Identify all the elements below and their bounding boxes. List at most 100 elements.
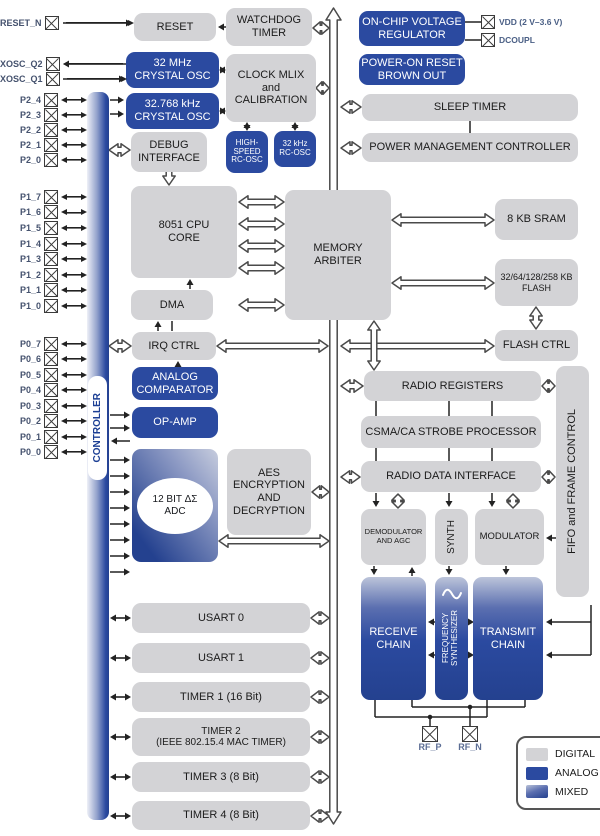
digital-swatch (526, 747, 548, 761)
pin-row: P0_1 (0, 429, 87, 445)
pin-arrow (61, 109, 87, 120)
timer3-block: TIMER 3 (8 Bit) (132, 762, 310, 792)
pin-label: P0_3 (19, 400, 41, 411)
pin-arrow (61, 207, 87, 218)
pin-label: RF_N (458, 742, 482, 752)
high-speed-rc-osc-block: HIGH- SPEED RC-OSC (226, 131, 268, 173)
legend-label: DIGITAL (555, 748, 596, 761)
sram-block: 8 KB SRAM (495, 199, 578, 240)
pin-row: P1_7 (0, 189, 87, 205)
sleep-timer-block: SLEEP TIMER (362, 94, 578, 121)
pin-label: P1_1 (19, 285, 41, 296)
pin-box-icon (44, 152, 58, 167)
power-management-controller-block: POWER MANAGEMENT CONTROLLER (362, 133, 578, 162)
timer2-block: TIMER 2 (IEEE 802.15.4 MAC TIMER) (132, 718, 310, 756)
pin-label: P1_5 (19, 222, 41, 233)
flash-block: 32/64/128/258 KB FLASH (495, 259, 578, 306)
crystal-osc-32mhz-block: 32 MHz CRYSTAL OSC (126, 52, 219, 88)
pin-arrow (61, 338, 87, 349)
pin-label: P1_4 (19, 238, 41, 249)
frequency-synthesizer-label: FREQUENCY SYNTHESIZER (440, 610, 459, 667)
watchdog-timer-block: WATCHDOG TIMER (226, 8, 312, 46)
pin-box-icon (44, 137, 58, 152)
pin-arrow (61, 154, 87, 165)
pin-label: P2_4 (19, 94, 41, 105)
pin-arrow (61, 300, 87, 311)
pin-row: P1_2 (0, 267, 87, 283)
pin-box-icon (481, 15, 495, 29)
pin-row: P0_4 (0, 383, 87, 399)
pin-label: RESET_N (0, 18, 42, 28)
pin-row: P2_2 (0, 122, 87, 137)
pin-label: P1_0 (19, 300, 41, 311)
analog-comparator-block: ANALOG COMPARATOR (132, 367, 218, 400)
csma-strobe-processor-block: CSMA/CA STROBE PROCESSOR (361, 416, 541, 448)
pin-row: P2_4 (0, 92, 87, 107)
debug-interface-block: DEBUG INTERFACE (131, 132, 207, 172)
pin-arrow (61, 94, 87, 105)
por-brownout-block: POWER-ON RESET BROWN OUT (359, 54, 465, 85)
pin-row: P2_0 (0, 152, 87, 167)
pin-label: P0_6 (19, 354, 41, 365)
pin-row: P2_1 (0, 137, 87, 152)
pin-label: P2_1 (19, 139, 41, 150)
legend: DIGITAL ANALOG MIXED (516, 736, 600, 810)
flash-ctrl-block: FLASH CTRL (495, 330, 578, 361)
mixed-swatch (526, 785, 548, 799)
pin-arrow (61, 139, 87, 150)
pin-rf-p: RF_P (412, 726, 448, 752)
pin-box-icon (44, 445, 58, 460)
pin-box-icon (44, 107, 58, 122)
pin-row: P1_6 (0, 205, 87, 221)
memory-arbiter-block: MEMORY ARBITER (285, 190, 391, 320)
pin-box-icon (44, 92, 58, 107)
pin-row: P0_0 (0, 445, 87, 461)
pin-arrow (61, 269, 87, 280)
pin-row: P0_6 (0, 352, 87, 368)
pin-arrow (61, 191, 87, 202)
pin-arrow (61, 447, 87, 458)
pin-box-icon (44, 189, 58, 204)
cpu-core-block: 8051 CPU CORE (131, 186, 237, 278)
pin-box-icon (44, 383, 58, 398)
modulator-block: MODULATOR (475, 509, 544, 565)
aes-block: AES ENCRYPTION AND DECRYPTION (227, 449, 311, 535)
pin-label: VDD (2 V–3.6 V) (499, 17, 563, 27)
pin-row: P1_4 (0, 236, 87, 252)
pin-label: P2_0 (19, 154, 41, 165)
pin-box-icon (45, 57, 60, 71)
adc-block: 12 BIT ΔΣ ADC (132, 449, 218, 562)
pin-row: P0_2 (0, 414, 87, 430)
pin-rf-n: RF_N (452, 726, 488, 752)
pin-box-icon (44, 336, 58, 351)
pin-box-icon (422, 726, 438, 742)
pin-label: XOSC_Q1 (0, 74, 43, 84)
demodulator-block: DEMODULATOR AND AGC (361, 509, 426, 565)
pin-box-icon (44, 205, 58, 220)
receive-chain-block: RECEIVE CHAIN (361, 577, 426, 700)
pin-arrow (61, 354, 87, 365)
pin-box-icon (44, 220, 58, 235)
synth-block: SYNTH (435, 509, 468, 565)
pin-arrow (61, 254, 87, 265)
timer1-block: TIMER 1 (16 Bit) (132, 682, 310, 712)
pin-row: P0_5 (0, 367, 87, 383)
port1-pin-group: P1_7 P1_6 P1_5 P1_4 P1_3 P1_2 P1_1 (0, 189, 87, 314)
pin-label: P2_2 (19, 124, 41, 135)
legend-label: MIXED (555, 785, 589, 798)
pin-box-icon (44, 267, 58, 282)
pin-vdd: VDD (2 V–3.6 V) (481, 15, 562, 29)
pin-box-icon (44, 429, 58, 444)
pin-box-icon (44, 398, 58, 413)
pin-reset-n: RESET_N (0, 16, 134, 30)
pin-xosc-q1: XOSC_Q1 (0, 72, 127, 86)
pin-label: P0_5 (19, 369, 41, 380)
pin-label: RF_P (418, 742, 442, 752)
pin-row: P2_3 (0, 107, 87, 122)
pin-arrow (61, 238, 87, 249)
pin-box-icon (44, 283, 58, 298)
analog-swatch (526, 766, 548, 780)
pin-box-icon (44, 16, 59, 30)
